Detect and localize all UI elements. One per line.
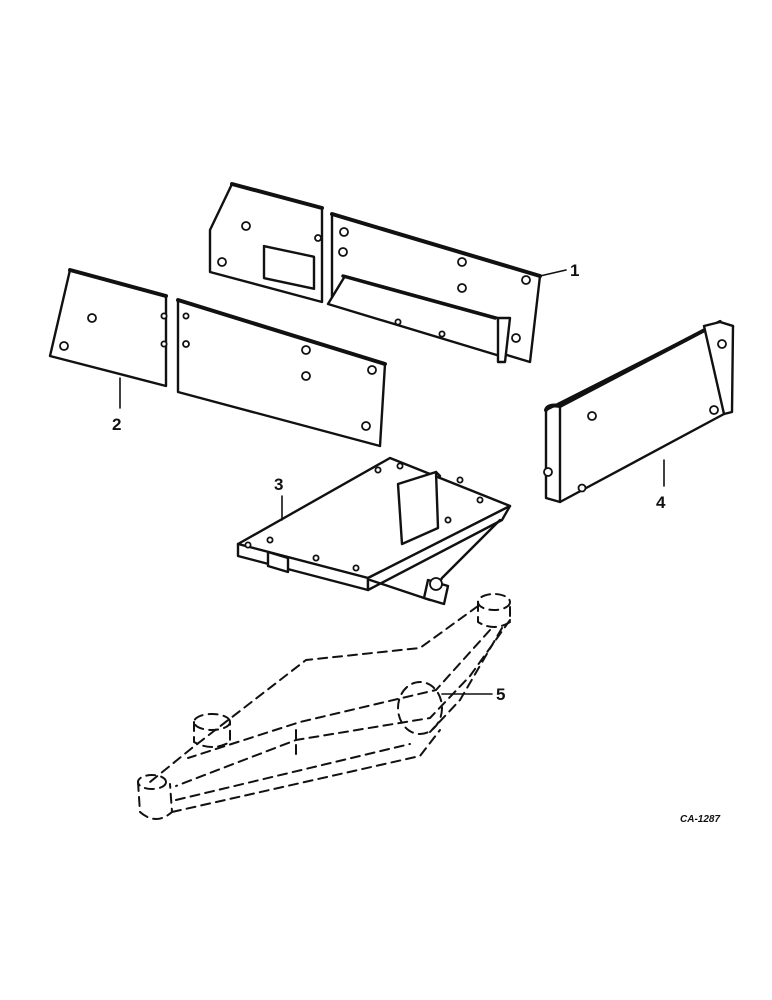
callout-2: 2 xyxy=(112,415,121,434)
leader-lines xyxy=(119,269,665,695)
callout-5: 5 xyxy=(496,685,505,704)
drawing-code: CA-1287 xyxy=(680,814,720,825)
callout-4: 4 xyxy=(656,493,666,512)
callout-1: 1 xyxy=(570,261,579,280)
part-4-bracket xyxy=(543,320,735,504)
part-2-mounting-plate xyxy=(48,268,387,448)
part-1-mounting-plate xyxy=(208,182,542,364)
part-5-axle-support xyxy=(137,593,511,820)
part-3-support-plate xyxy=(236,456,512,606)
callout-3: 3 xyxy=(274,475,283,494)
